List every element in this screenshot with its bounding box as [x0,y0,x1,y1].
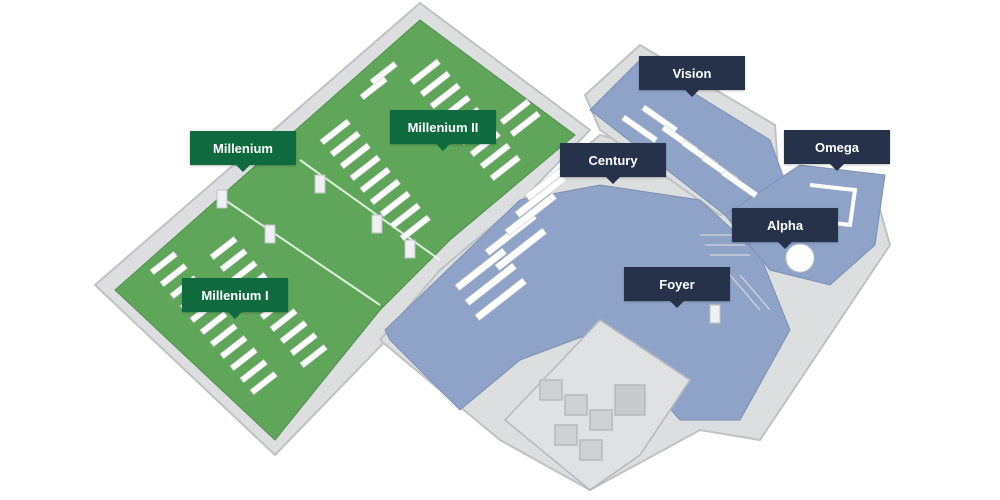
label-foyer[interactable]: Foyer [624,267,730,308]
vision-room-floor[interactable] [589,59,791,216]
label-century[interactable]: Century [560,143,666,184]
alpha-round-table [785,243,815,273]
label-alpha[interactable]: Alpha [732,208,838,249]
century-foyer-floor[interactable] [384,184,791,421]
pillars [216,174,721,324]
vision-tables [621,104,759,199]
millenium-2-tables [319,58,541,242]
label-millenium-2[interactable]: Millenium II [390,110,496,151]
century-tables [454,157,578,321]
label-vision[interactable]: Vision [639,56,745,97]
label-millenium-1[interactable]: Millenium I [182,278,288,319]
service-rooms [503,319,692,491]
label-omega[interactable]: Omega [784,130,890,171]
foyer-stairs [700,234,771,311]
label-millenium[interactable]: Millenium [190,131,296,172]
